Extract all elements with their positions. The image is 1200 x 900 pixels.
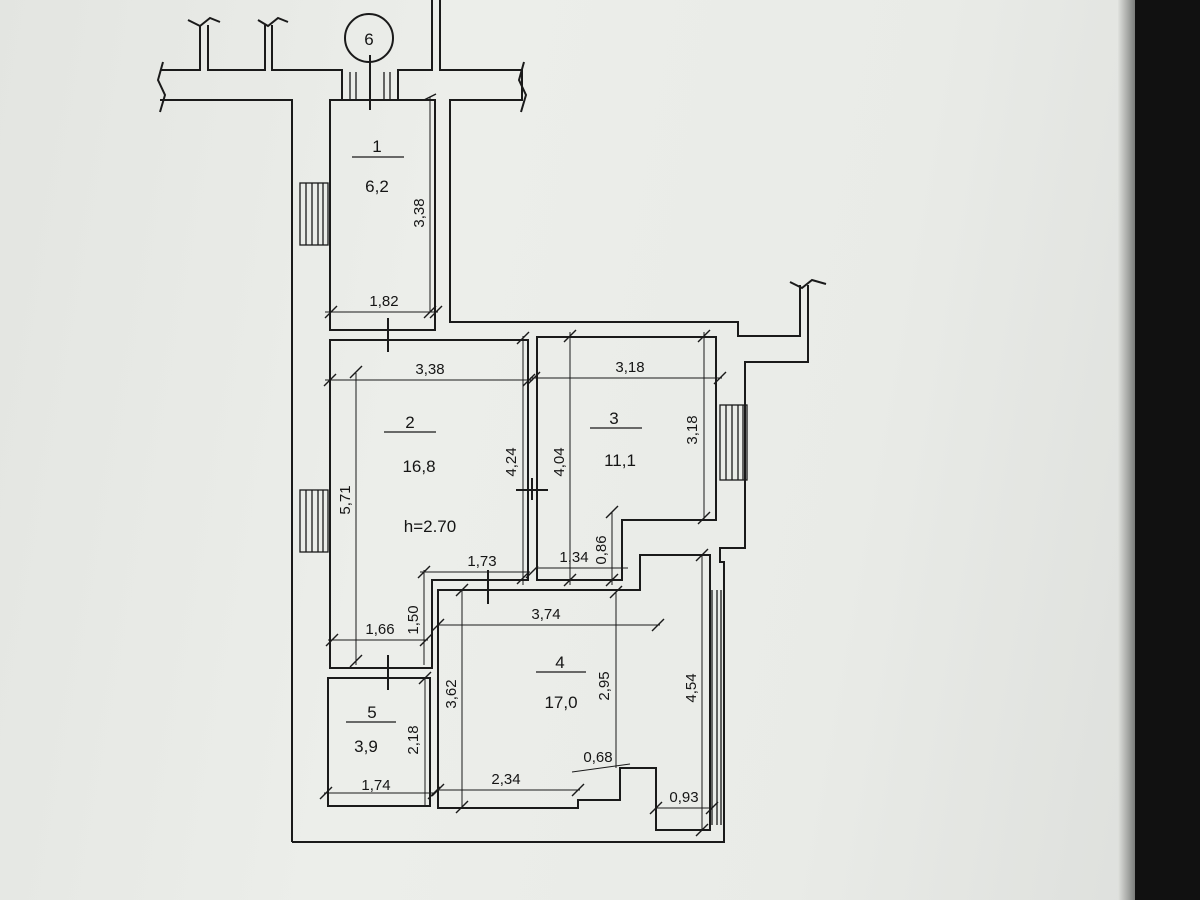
level-marker-circle xyxy=(344,13,394,63)
room-1-label: 1 6,2 xyxy=(352,137,404,196)
dim-r4-inner: 2,95 xyxy=(596,671,613,700)
dim-r3-bottom: 1,34 xyxy=(559,549,588,566)
level-marker-label: 6 xyxy=(364,30,373,49)
dim-r2-top: 3,38 xyxy=(415,361,444,378)
window-room-4 xyxy=(711,590,722,825)
room-3-outline xyxy=(536,336,717,581)
wall-break-top3 xyxy=(789,278,827,290)
room-area: 6,2 xyxy=(365,177,389,196)
wall-break-top2 xyxy=(257,16,289,28)
dim-r3-step: 0,86 xyxy=(593,535,610,564)
room-area: 16,8 xyxy=(402,457,435,476)
dim-r2-nook-w: 1,66 xyxy=(365,621,394,638)
dim-r5-width: 1,74 xyxy=(361,777,390,794)
dim-r1-height: 3,38 xyxy=(411,198,428,227)
dim-r2-lower: 1,73 xyxy=(467,553,496,570)
inner-wall-line xyxy=(341,70,399,100)
room-number: 1 xyxy=(372,137,381,156)
window-left-middle xyxy=(299,489,329,553)
window-right xyxy=(719,404,748,481)
room-area: 11,1 xyxy=(604,451,636,470)
dim-r5-height: 2,18 xyxy=(405,725,422,754)
dark-surface xyxy=(1135,0,1200,900)
room-1-outline xyxy=(329,99,436,331)
dim-r2-right: 4,24 xyxy=(503,447,520,476)
wall-break-right xyxy=(517,61,528,113)
outer-wall xyxy=(160,0,809,843)
paper-shadow xyxy=(1118,0,1138,900)
dim-r4-right: 4,54 xyxy=(683,673,700,702)
dim-r1-width: 1,82 xyxy=(369,293,398,310)
room-area: 17,0 xyxy=(544,693,577,712)
dim-line-r4-step xyxy=(571,763,631,773)
window-left-top xyxy=(299,182,329,246)
ceiling-height: h=2.70 xyxy=(404,517,456,536)
dim-r3-top: 3,18 xyxy=(615,359,644,376)
room-number: 2 xyxy=(405,413,414,432)
room-5-label: 5 3,9 xyxy=(346,703,396,756)
dimension-labels: 3,38 1,82 3,38 5,71 4,24 1,73 1,66 1,50 … xyxy=(337,198,701,806)
wall-break-top1 xyxy=(187,16,221,28)
room-2-outline xyxy=(329,339,529,669)
dim-r2-nook-h: 1,50 xyxy=(405,605,422,634)
wall-break-left xyxy=(156,61,167,113)
dim-r3-left: 4,04 xyxy=(551,447,568,476)
dim-r4-top: 3,74 xyxy=(531,606,560,623)
dim-r4-step: 0,68 xyxy=(583,749,612,766)
window-top xyxy=(349,72,391,100)
room-2-label: 2 16,8 h=2.70 xyxy=(384,413,456,536)
room-4-outline xyxy=(437,554,711,831)
room-number: 3 xyxy=(609,409,618,428)
room-area: 3,9 xyxy=(354,737,378,756)
room-5-outline xyxy=(327,677,431,807)
dim-r4-bottom: 2,34 xyxy=(491,771,520,788)
dim-r4-left: 3,62 xyxy=(443,679,460,708)
room-3-label: 3 11,1 xyxy=(590,409,642,470)
room-number: 4 xyxy=(555,653,564,672)
room-number: 5 xyxy=(367,703,376,722)
room-4-label: 4 17,0 xyxy=(536,653,586,712)
dim-r4-corner: 0,93 xyxy=(669,789,698,806)
dim-r2-left: 5,71 xyxy=(337,485,354,514)
dim-r3-right: 3,18 xyxy=(684,415,701,444)
